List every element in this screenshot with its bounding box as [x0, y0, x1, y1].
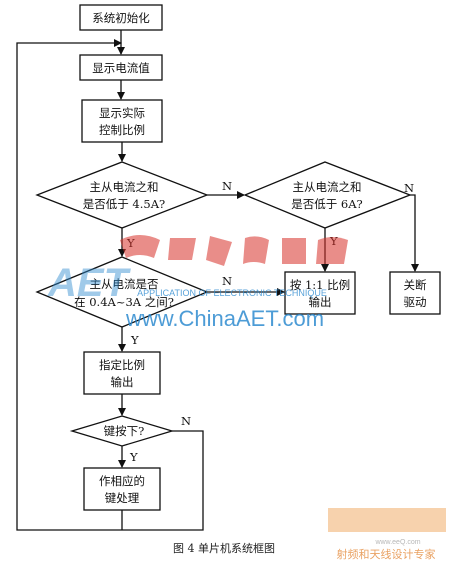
- watermark-letters: AET: [47, 261, 132, 305]
- loop-back-line: [16, 39, 122, 531]
- label-n-range: N: [222, 274, 232, 288]
- shutdown-label-2: 驱动: [404, 295, 427, 309]
- arrow-key-no: [122, 430, 204, 531]
- shutdown-label-1: 关断: [404, 278, 427, 292]
- ratio-1-1-box: [284, 271, 356, 315]
- watermark-subtitle: APPLICATION OF ELECTRONIC TECHNIQUE: [137, 288, 327, 298]
- figure-caption: 图 4 单片机系统框图: [173, 541, 275, 555]
- label-n-dec6: N: [404, 181, 414, 195]
- watermark-url: www.ChinaAET.com: [125, 306, 324, 331]
- decision-4-5a-label-2: 是否低于 4.5A?: [83, 197, 165, 211]
- specified-ratio-label-1: 指定比例: [99, 358, 145, 372]
- show-current-label: 显示电流值: [92, 61, 150, 75]
- watermark-small-url: www.eeQ.com: [374, 539, 420, 546]
- label-n-dec45: N: [222, 179, 232, 193]
- arrow-dec6-no: [410, 194, 419, 272]
- watermark-bottom: www.eeQ.com 射频和天线设计专家: [328, 508, 446, 561]
- decision-6a: [243, 161, 412, 229]
- shutdown-box: [389, 271, 441, 315]
- watermark-bottom-text: 射频和天线设计专家: [337, 547, 436, 561]
- show-ratio-label-2: 控制比例: [99, 123, 145, 137]
- decision-4-5a: [35, 161, 209, 229]
- specified-ratio-label-2: 输出: [111, 375, 134, 389]
- show-ratio-label-1: 显示实际: [99, 106, 145, 120]
- init-label: 系统初始化: [92, 11, 150, 25]
- label-n-key: N: [181, 414, 191, 428]
- watermark-logo: [120, 235, 348, 266]
- svg-text:AET: AET: [47, 261, 132, 305]
- decision-4-5a-label-1: 主从电流之和: [90, 180, 159, 194]
- label-y-key: Y: [129, 450, 138, 464]
- label-y-range: Y: [130, 333, 139, 347]
- decision-range-label-1: 主从电流是否: [90, 277, 159, 291]
- decision-range-label-2: 在 0.4A~3A 之间?: [74, 295, 174, 309]
- ratio-1-1-label-1: 按 1:1 比例: [290, 278, 350, 292]
- decision-key-pressed-label: 键按下?: [104, 424, 145, 438]
- ratio-1-1-label-2: 输出: [309, 295, 332, 309]
- decision-6a-label-2: 是否低于 6A?: [291, 197, 362, 211]
- key-handle-label-2: 键处理: [105, 491, 140, 505]
- decision-6a-label-1: 主从电流之和: [293, 180, 362, 194]
- key-handle-label-1: 作相应的: [99, 474, 145, 488]
